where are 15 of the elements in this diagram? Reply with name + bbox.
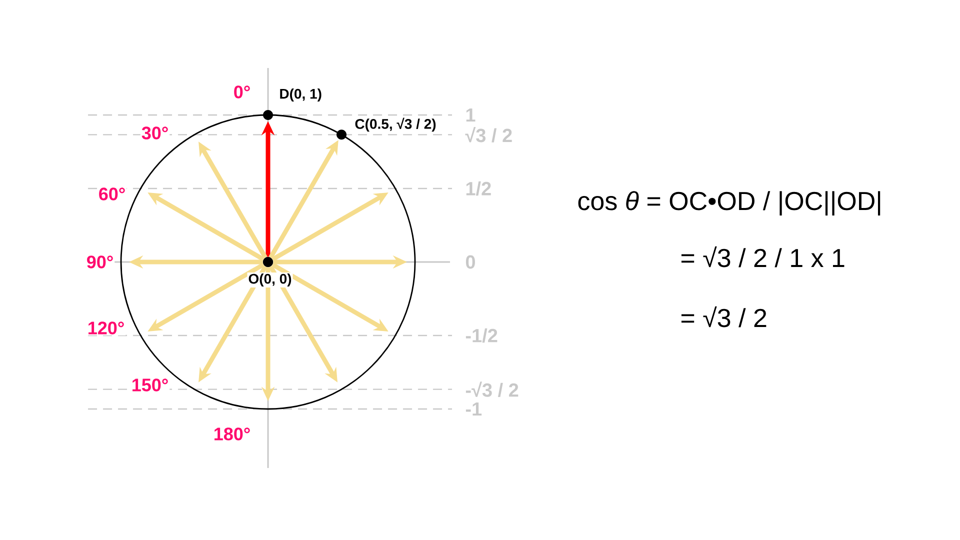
angle-label: 180° [212,426,252,442]
angle-label: 90° [85,254,115,270]
point-label: C(0.5, √3 / 2) [354,116,438,133]
point-dot [336,130,346,140]
angle-label: 120° [86,320,126,336]
formula-line: = √3 / 2 [681,306,766,328]
angle-label: 0° [232,84,252,100]
formula-line: = √3 / 2 / 1 x 1 [681,246,844,268]
point-dot [263,110,273,120]
angle-label: 30° [140,126,170,140]
point-label: O(0, 0) [247,272,293,288]
point-label: D(0, 1) [278,87,323,103]
angle-label: 60° [97,186,127,202]
formula-line: cos θ = OC•OD / |OC||OD| [578,191,880,216]
angle-label: 150° [130,378,170,392]
